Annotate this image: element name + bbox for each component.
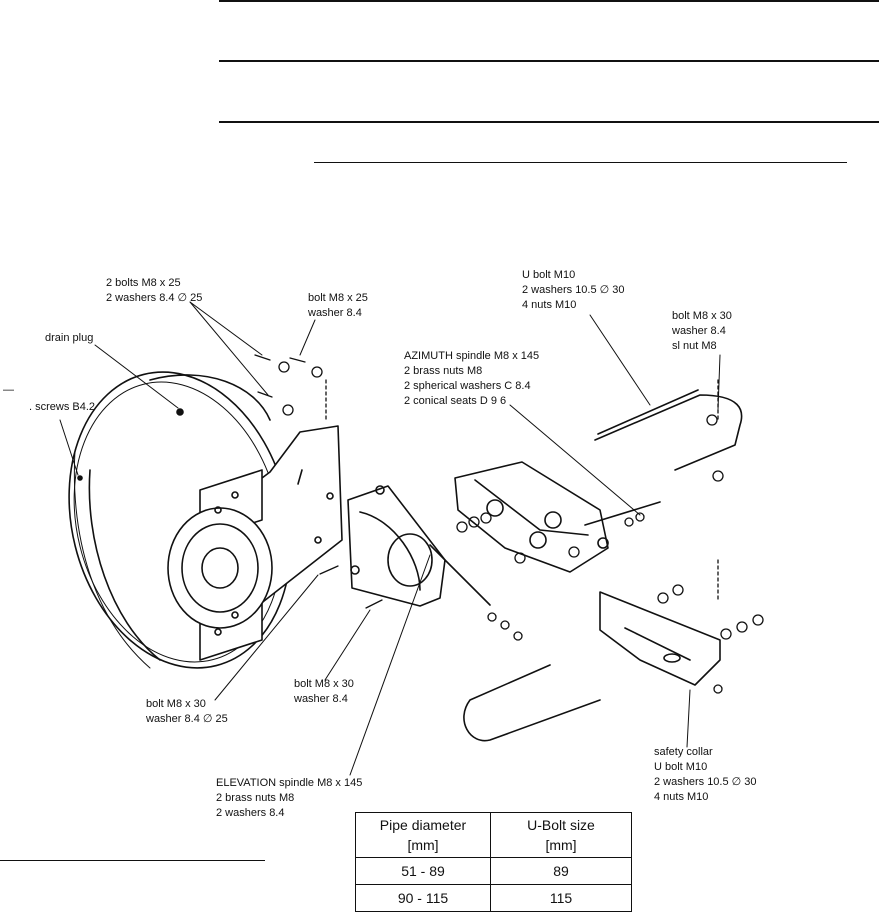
label-line: bolt M8 x 25 xyxy=(308,292,368,304)
label-bolts-top: 2 bolts M8 x 25 2 washers 8.4 ∅ 25 xyxy=(106,276,202,306)
title-underline xyxy=(314,162,847,163)
table-cell: 115 xyxy=(490,884,632,912)
header-rule-2 xyxy=(219,60,879,62)
label-line: 2 washers 10.5 ∅ 30 xyxy=(654,776,757,788)
label-line: washer 8.4 ∅ 25 xyxy=(146,713,228,725)
label-line: 2 bolts M8 x 25 xyxy=(106,277,181,289)
label-line: washer 8.4 xyxy=(308,307,362,319)
label-line: 4 nuts M10 xyxy=(522,299,577,311)
u-bolt-top xyxy=(594,389,743,471)
label-line: 2 spherical washers C 8.4 xyxy=(404,380,531,392)
table-row: 90 - 115 115 xyxy=(355,884,632,912)
label-drain-plug: drain plug xyxy=(45,331,93,346)
label-line: — xyxy=(3,384,14,396)
label-line: sl nut M8 xyxy=(672,340,717,352)
label-line: . screws B4.2 xyxy=(29,401,96,413)
safety-collar xyxy=(599,591,721,686)
label-safety-collar: safety collar U bolt M10 2 washers 10.5 … xyxy=(654,745,757,805)
label-line: U bolt M10 xyxy=(522,269,576,281)
label-line: 2 brass nuts M8 xyxy=(404,365,483,377)
header-unit: [mm] xyxy=(407,837,439,853)
table-cell: 90 - 115 xyxy=(355,884,491,912)
label-line: 2 washers 10.5 ∅ 30 xyxy=(522,284,625,296)
label-screws: . screws B4.2 xyxy=(29,400,95,415)
table-row: 51 - 89 89 xyxy=(355,857,632,885)
label-dash: — xyxy=(3,383,14,398)
label-line: bolt M8 x 30 xyxy=(146,698,206,710)
label-line: bolt M8 x 30 xyxy=(672,310,732,322)
label-line: 2 brass nuts M8 xyxy=(216,792,295,804)
label-u-bolt-top: U bolt M10 2 washers 10.5 ∅ 30 4 nuts M1… xyxy=(522,268,625,313)
elevation-spindle xyxy=(429,544,491,606)
fasteners xyxy=(254,354,764,694)
label-line: AZIMUTH spindle M8 x 145 xyxy=(404,350,540,362)
header-pipe-diameter: Pipe diameter [mm] xyxy=(355,812,491,858)
label-line: 2 conical seats D 9 6 xyxy=(404,395,507,407)
label-line: washer 8.4 xyxy=(294,693,348,705)
elevation-bracket xyxy=(347,485,446,607)
azimuth-block xyxy=(454,461,609,573)
label-line: ELEVATION spindle M8 x 145 xyxy=(216,777,363,789)
u-bolt-bottom xyxy=(463,664,601,742)
label-bolt-m8-30-mid: bolt M8 x 30 washer 8.4 xyxy=(294,677,354,707)
header-rule-3 xyxy=(219,121,879,123)
header-u-bolt-size: U-Bolt size [mm] xyxy=(490,812,632,858)
label-azimuth-spindle: AZIMUTH spindle M8 x 145 2 brass nuts M8… xyxy=(404,349,539,409)
header-text: Pipe diameter xyxy=(379,817,467,833)
mounting-plate xyxy=(167,425,343,661)
table-cell: 51 - 89 xyxy=(355,857,491,885)
label-bolt-m8-30-top: bolt M8 x 30 washer 8.4 sl nut M8 xyxy=(672,309,732,354)
label-bolt-m8-30-left: bolt M8 x 30 washer 8.4 ∅ 25 xyxy=(146,697,228,727)
leader-lines xyxy=(59,301,721,776)
label-line: drain plug xyxy=(45,332,94,344)
header-text: U-Bolt size xyxy=(527,817,595,833)
table-cell: 89 xyxy=(490,857,632,885)
label-line: 2 washers 8.4 xyxy=(216,807,285,819)
label-elevation-spindle: ELEVATION spindle M8 x 145 2 brass nuts … xyxy=(216,776,362,821)
header-unit: [mm] xyxy=(545,837,577,853)
label-line: safety collar xyxy=(654,746,713,758)
pipe-ubolt-table: Pipe diameter [mm] U-Bolt size [mm] 51 -… xyxy=(355,812,632,912)
label-line: 2 washers 8.4 ∅ 25 xyxy=(106,292,203,304)
label-line: 4 nuts M10 xyxy=(654,791,709,803)
label-bolt-m8-25: bolt M8 x 25 washer 8.4 xyxy=(308,291,368,321)
label-line: bolt M8 x 30 xyxy=(294,678,354,690)
table-header-row: Pipe diameter [mm] U-Bolt size [mm] xyxy=(355,812,632,858)
label-line: washer 8.4 xyxy=(672,325,726,337)
footer-rule xyxy=(0,860,265,861)
azimuth-spindle xyxy=(584,501,661,526)
header-rule-1 xyxy=(219,0,879,2)
label-line: U bolt M10 xyxy=(654,761,708,773)
